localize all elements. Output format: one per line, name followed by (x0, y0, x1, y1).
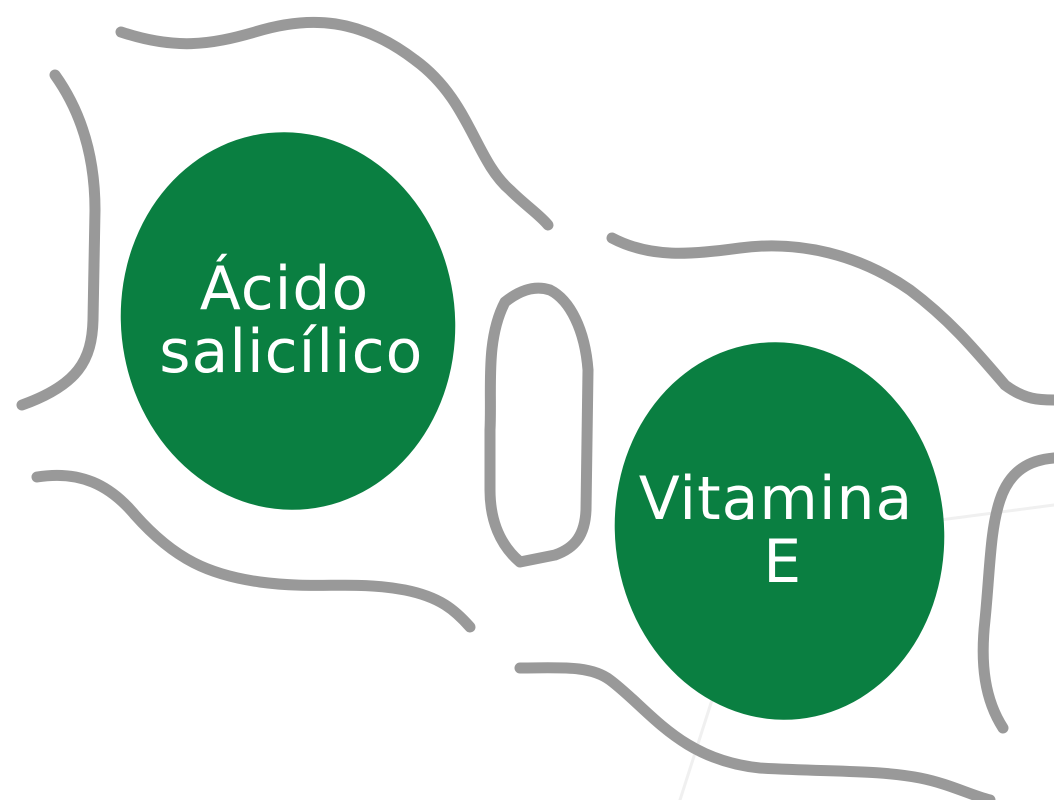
ingredient-label-line-2: E (763, 526, 803, 597)
outline-right-bracket (977, 452, 1054, 734)
ingredient-label-line-2: salicílico (159, 316, 424, 387)
outline-middle-capsule (484, 282, 594, 568)
outline-right-upper-wave (606, 232, 1054, 406)
ingredient-label-line-1: Vitamina (638, 464, 914, 535)
outline-top-wave (115, 16, 554, 231)
outline-bottom-left-wave (31, 469, 476, 633)
ingredient-label-line-1: Ácido (199, 254, 370, 325)
outline-left-bracket (16, 69, 101, 411)
outline-bottom-right-wave (514, 662, 996, 800)
